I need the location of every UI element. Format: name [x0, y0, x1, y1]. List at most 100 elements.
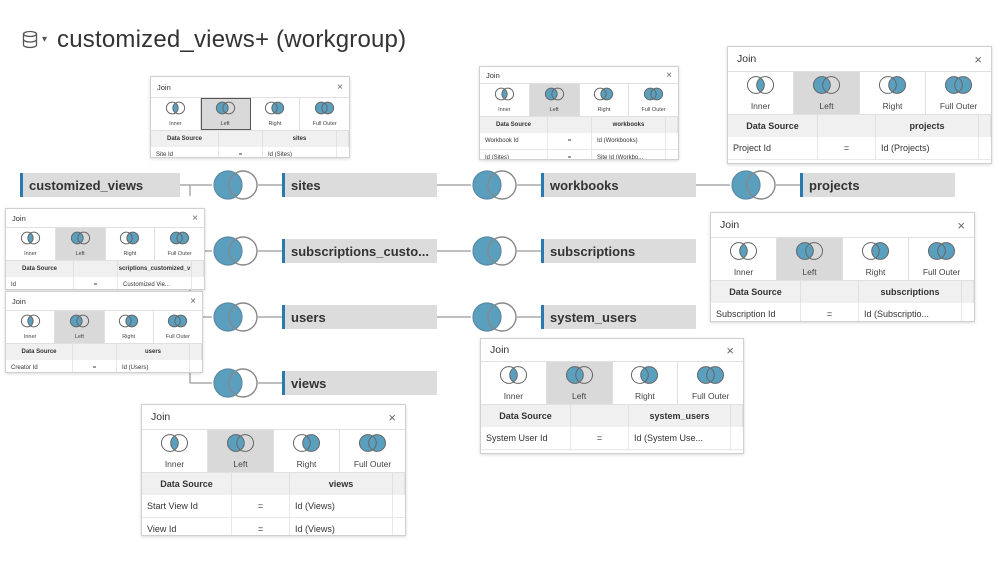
- join-type-full-outer[interactable]: Full Outer: [909, 238, 974, 280]
- close-icon[interactable]: ×: [957, 217, 965, 233]
- join-operator[interactable]: =: [232, 518, 290, 535]
- table-subscriptions-customized[interactable]: subscriptions_custo...: [282, 239, 437, 263]
- caret-down-icon[interactable]: ▾: [42, 33, 48, 45]
- left-join-icon[interactable]: [469, 236, 519, 266]
- join-type-left[interactable]: Left: [529, 84, 580, 116]
- join-left-field[interactable]: View Id: [142, 518, 232, 535]
- join-type-full-outer[interactable]: Full Outer: [340, 430, 405, 472]
- join-type-inner[interactable]: Inner: [481, 362, 547, 404]
- join-operator[interactable]: =: [571, 427, 629, 450]
- close-icon[interactable]: ×: [192, 212, 198, 224]
- table-views[interactable]: views: [282, 371, 437, 395]
- join-left-field[interactable]: Project Id: [728, 137, 818, 160]
- join-type-right[interactable]: Right: [613, 362, 679, 404]
- join-right-field[interactable]: Customized Vie...: [118, 277, 192, 289]
- left-join-icon[interactable]: [728, 170, 778, 200]
- database-icon[interactable]: [22, 30, 38, 50]
- join-left-field[interactable]: Workbook Id: [480, 133, 548, 150]
- join-type-right[interactable]: Right: [105, 311, 154, 343]
- add-join-clause[interactable]: Add new join cl: [481, 450, 743, 453]
- join-type-left[interactable]: Left: [777, 238, 843, 280]
- table-sites[interactable]: sites: [282, 173, 437, 197]
- join-type-label: Inner: [733, 267, 754, 277]
- left-join-icon[interactable]: [210, 368, 260, 398]
- join-type-left[interactable]: Left: [55, 228, 106, 260]
- join-operator[interactable]: =: [219, 147, 263, 157]
- join-right-field[interactable]: Id (Views): [290, 518, 393, 535]
- table-system-users[interactable]: system_users: [541, 305, 696, 329]
- join-right-field[interactable]: Id (System Use...: [629, 427, 731, 450]
- join-type-full-outer[interactable]: Full Outer: [926, 72, 991, 114]
- join-type-left[interactable]: Left: [546, 362, 613, 404]
- join-left-field[interactable]: Id: [6, 277, 74, 289]
- join-operator[interactable]: =: [548, 150, 592, 159]
- table-projects[interactable]: projects: [800, 173, 955, 197]
- table-workbooks[interactable]: workbooks: [541, 173, 696, 197]
- join-operator[interactable]: =: [818, 137, 876, 160]
- left-join-icon[interactable]: [469, 170, 519, 200]
- join-type-label: Left: [74, 334, 84, 340]
- close-icon[interactable]: ×: [337, 81, 343, 93]
- table-users[interactable]: users: [282, 305, 437, 329]
- join-type-inner[interactable]: Inner: [151, 98, 201, 130]
- join-right-field[interactable]: Id (Sites): [263, 147, 337, 157]
- join-operator[interactable]: =: [232, 495, 290, 518]
- join-right-field[interactable]: Id (Projects): [876, 137, 979, 160]
- join-right-field[interactable]: Id (Views): [290, 495, 393, 518]
- operator-column-header: [801, 281, 859, 303]
- join-operator[interactable]: =: [73, 360, 117, 372]
- join-type-left[interactable]: Left: [55, 311, 105, 343]
- join-left-field[interactable]: Creator Id: [6, 360, 73, 372]
- join-type-inner[interactable]: Inner: [142, 430, 208, 472]
- join-right-field[interactable]: Id (Subscriptio...: [859, 303, 962, 321]
- joined-table-column-header: users: [117, 344, 190, 360]
- join-left-field[interactable]: Site Id: [151, 147, 219, 157]
- join-type-full-outer[interactable]: Full Outer: [155, 228, 204, 260]
- join-left-field[interactable]: Subscription Id: [711, 303, 801, 321]
- join-type-inner[interactable]: Inner: [728, 72, 794, 114]
- join-type-right[interactable]: Right: [106, 228, 156, 260]
- close-icon[interactable]: ×: [666, 69, 672, 81]
- join-operator[interactable]: =: [74, 277, 118, 289]
- join-type-right[interactable]: Right: [580, 84, 630, 116]
- join-left-field[interactable]: System User Id: [481, 427, 571, 450]
- table-subscriptions[interactable]: subscriptions: [541, 239, 696, 263]
- left-join-icon[interactable]: [469, 302, 519, 332]
- join-type-full-outer[interactable]: Full Outer: [154, 311, 202, 343]
- join-type-label: Right: [122, 334, 136, 340]
- join-right-field[interactable]: Id (Users): [117, 360, 190, 372]
- join-type-full-outer[interactable]: Full Outer: [629, 84, 678, 116]
- close-icon[interactable]: ×: [190, 295, 196, 307]
- join-type-inner[interactable]: Inner: [480, 84, 530, 116]
- left-join-icon: [809, 75, 844, 100]
- inner-join-icon: [18, 314, 43, 333]
- join-type-right[interactable]: Right: [251, 98, 301, 130]
- left-join-icon[interactable]: [210, 170, 260, 200]
- join-left-field[interactable]: Start View Id: [142, 495, 232, 518]
- join-type-right[interactable]: Right: [843, 238, 909, 280]
- join-operator[interactable]: =: [548, 133, 592, 150]
- join-type-right[interactable]: Right: [860, 72, 926, 114]
- close-icon[interactable]: ×: [974, 51, 982, 67]
- right-join-icon: [117, 231, 142, 250]
- join-type-full-outer[interactable]: Full Outer: [300, 98, 349, 130]
- join-type-full-outer[interactable]: Full Outer: [678, 362, 743, 404]
- join-type-right[interactable]: Right: [274, 430, 340, 472]
- join-type-inner[interactable]: Inner: [6, 228, 56, 260]
- join-right-field[interactable]: Id (Workbooks): [592, 133, 666, 150]
- left-join-icon[interactable]: [210, 302, 260, 332]
- close-icon[interactable]: ×: [726, 342, 734, 358]
- join-type-inner[interactable]: Inner: [6, 311, 56, 343]
- join-left-field[interactable]: Id (Sites): [480, 150, 548, 159]
- join-type-inner[interactable]: Inner: [711, 238, 777, 280]
- table-customized-views[interactable]: customized_views: [20, 173, 180, 197]
- join-operator[interactable]: =: [801, 303, 859, 321]
- join-type-left[interactable]: Left: [794, 72, 860, 114]
- inner-join-icon: [726, 241, 761, 266]
- join-type-left[interactable]: Left: [208, 430, 274, 472]
- join-type-left[interactable]: Left: [200, 98, 251, 130]
- close-icon[interactable]: ×: [388, 409, 396, 425]
- join-label: Join: [490, 344, 510, 356]
- left-join-icon[interactable]: [210, 236, 260, 266]
- join-right-field[interactable]: Site Id (Workbo...: [592, 150, 666, 159]
